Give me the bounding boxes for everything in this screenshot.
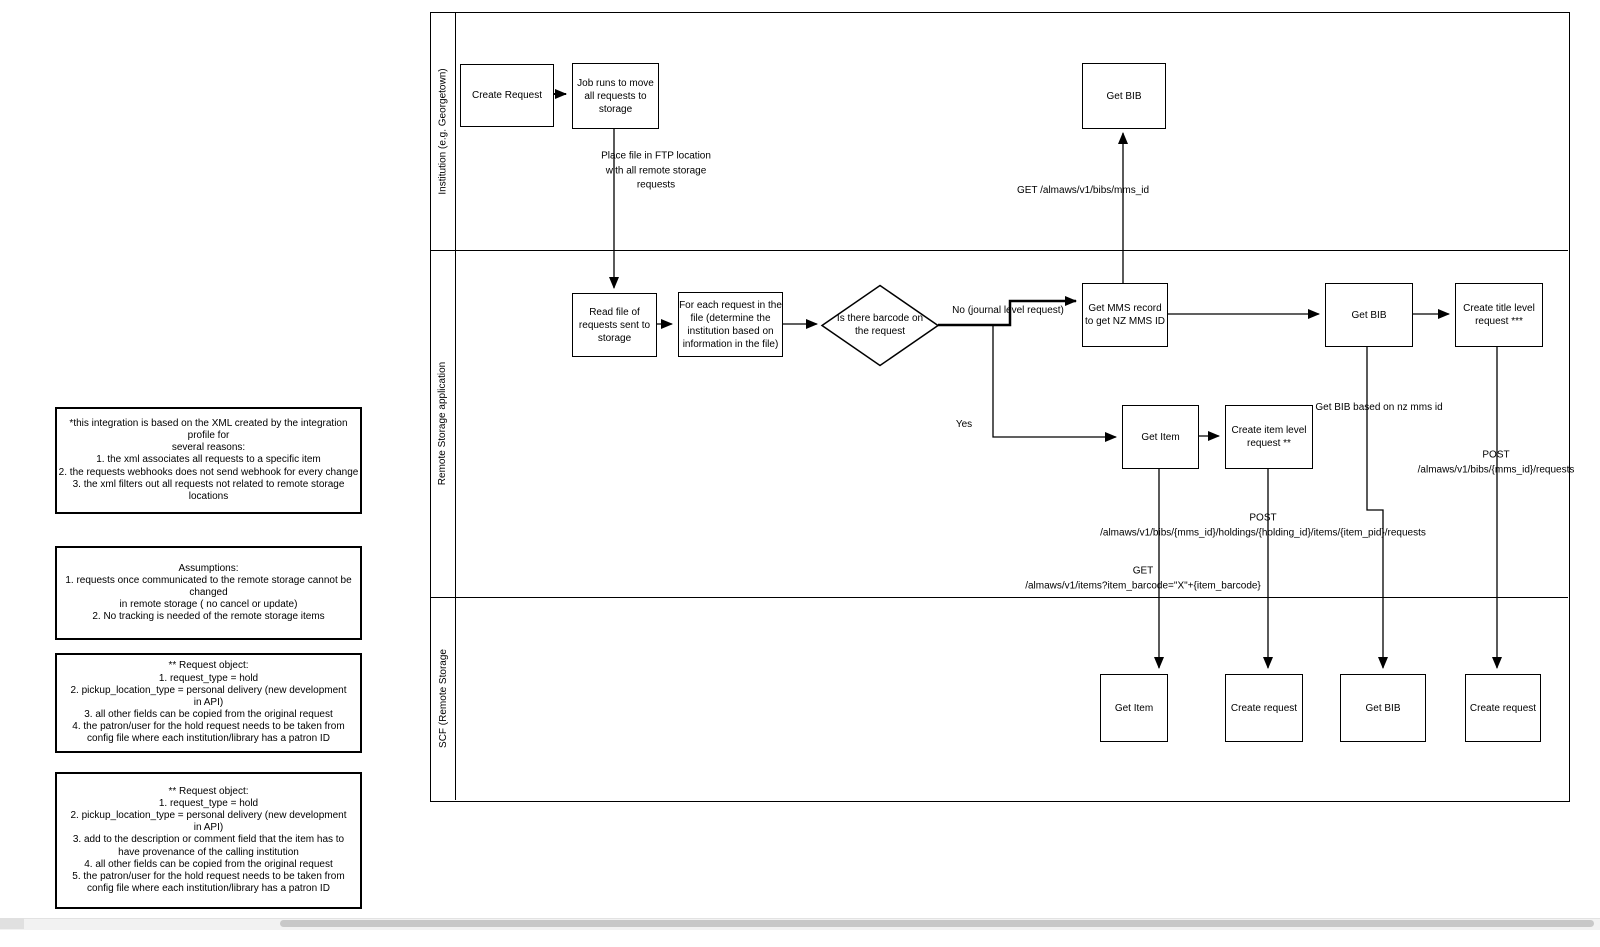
- edge-label-post-item-request: POST /almaws/v1/bibs/{mms_id}/holdings/{…: [1100, 512, 1426, 539]
- note-assumptions[interactable]: Assumptions: 1. requests once communicat…: [55, 546, 362, 640]
- lane-label-column-divider: [455, 12, 456, 800]
- node-create-request-bottom-2[interactable]: Create request: [1465, 674, 1541, 742]
- lane-label-institution: Institution (e.g. Georgetown): [430, 12, 456, 250]
- edge-label-get-bib-nz-mms: Get BIB based on nz mms id: [1315, 401, 1443, 413]
- node-get-bib-mid[interactable]: Get BIB: [1325, 283, 1413, 347]
- edge-label-get-item-barcode: GET /almaws/v1/items?item_barcode="X"+{i…: [1025, 565, 1261, 592]
- swimlane-pool: [430, 12, 1570, 802]
- edge-label-get-bib-api: GET /almaws/v1/bibs/mms_id: [1016, 184, 1150, 196]
- lane-divider-2: [430, 597, 1568, 598]
- node-get-mms-record[interactable]: Get MMS record to get NZ MMS ID: [1082, 283, 1168, 347]
- node-read-file[interactable]: Read file of requests sent to storage: [572, 293, 657, 357]
- edge-label-yes-branch: Yes: [955, 418, 973, 430]
- node-create-title-level-request[interactable]: Create title level request ***: [1455, 283, 1543, 347]
- lane-label-scf: SCF (Remote Storage: [430, 597, 456, 800]
- edge-label-place-file-ftp: Place file in FTP location with all remo…: [601, 150, 711, 191]
- node-job-runs[interactable]: Job runs to move all requests to storage: [572, 63, 659, 129]
- horizontal-scrollbar-thumb[interactable]: [280, 920, 1594, 927]
- lane-label-remote-storage-app-text: Remote Storage application: [437, 361, 449, 486]
- lane-label-scf-text: SCF (Remote Storage: [437, 649, 449, 748]
- node-decision-barcode[interactable]: [820, 284, 940, 367]
- edge-label-no-branch: No (journal level request): [952, 304, 1064, 316]
- node-for-each-request[interactable]: For each request in the file (determine …: [678, 292, 783, 357]
- node-get-bib-top[interactable]: Get BIB: [1082, 63, 1166, 129]
- node-create-item-level-request[interactable]: Create item level request **: [1225, 405, 1313, 469]
- node-decision-barcode-text: Is there barcode on the request: [836, 313, 924, 337]
- edge-label-post-title-request: POST /almaws/v1/bibs/{mms_id}/requests: [1417, 449, 1575, 476]
- node-create-request[interactable]: Create Request: [460, 64, 554, 127]
- lane-label-institution-text: Institution (e.g. Georgetown): [437, 67, 449, 195]
- note-integration-xml[interactable]: *this integration is based on the XML cr…: [55, 407, 362, 514]
- node-get-bib-bottom[interactable]: Get BIB: [1340, 674, 1426, 742]
- node-get-item-bottom[interactable]: Get Item: [1100, 674, 1168, 742]
- note-request-object-item-level[interactable]: ** Request object: 1. request_type = hol…: [55, 653, 362, 753]
- lane-divider-1: [430, 250, 1568, 251]
- node-get-item-mid[interactable]: Get Item: [1122, 405, 1199, 469]
- scrollbar-corner: [0, 918, 24, 929]
- note-request-object-title-level[interactable]: ** Request object: 1. request_type = hol…: [55, 772, 362, 909]
- node-create-request-bottom-1[interactable]: Create request: [1225, 674, 1303, 742]
- lane-label-remote-storage-app: Remote Storage application: [430, 250, 456, 597]
